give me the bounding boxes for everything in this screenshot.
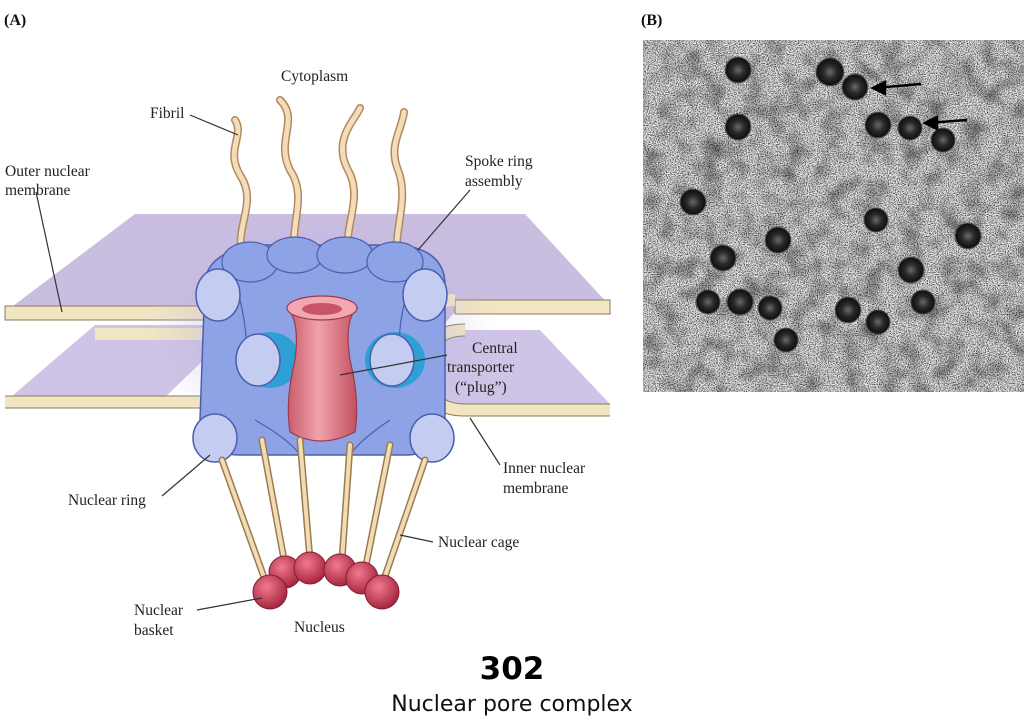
figure-title: Nuclear pore complex [391, 692, 633, 717]
light-rings [192, 268, 455, 463]
label-outer-membrane-line1: Outer nuclear [5, 163, 91, 180]
label-central-line1: Central [472, 340, 518, 357]
label-central-line2: transporter [447, 359, 515, 376]
figure-number: 302 [479, 651, 545, 687]
label-inner-membrane-line2: membrane [503, 480, 569, 497]
label-spoke-ring-line2: assembly [465, 173, 523, 190]
label-nuclear-cage: Nuclear cage [438, 534, 519, 551]
central-plug [285, 295, 359, 442]
leader-lines [35, 114, 501, 611]
label-inner-membrane-line1: Inner nuclear [503, 460, 586, 477]
electron-micrograph [643, 40, 1024, 392]
label-nucleus: Nucleus [294, 619, 345, 636]
arrow-markers [870, 79, 968, 132]
nuclear-pore-diagram: Cytoplasm Fibril Outer nuclear membrane … [4, 68, 611, 639]
nuclear-basket [252, 551, 400, 610]
panel-b-letter: (B) [641, 12, 663, 29]
label-outer-membrane-line2: membrane [5, 182, 71, 199]
label-nuclear-ring: Nuclear ring [68, 492, 146, 509]
panel-a-letter: (A) [4, 12, 27, 29]
label-nuclear-basket-line2: basket [134, 622, 174, 639]
label-fibril: Fibril [150, 105, 184, 122]
label-cytoplasm: Cytoplasm [281, 68, 348, 85]
label-spoke-ring-line1: Spoke ring [465, 153, 533, 170]
label-central-line3: (“plug”) [455, 379, 507, 396]
pore-particles [679, 56, 982, 353]
label-nuclear-basket-line1: Nuclear [134, 602, 184, 619]
